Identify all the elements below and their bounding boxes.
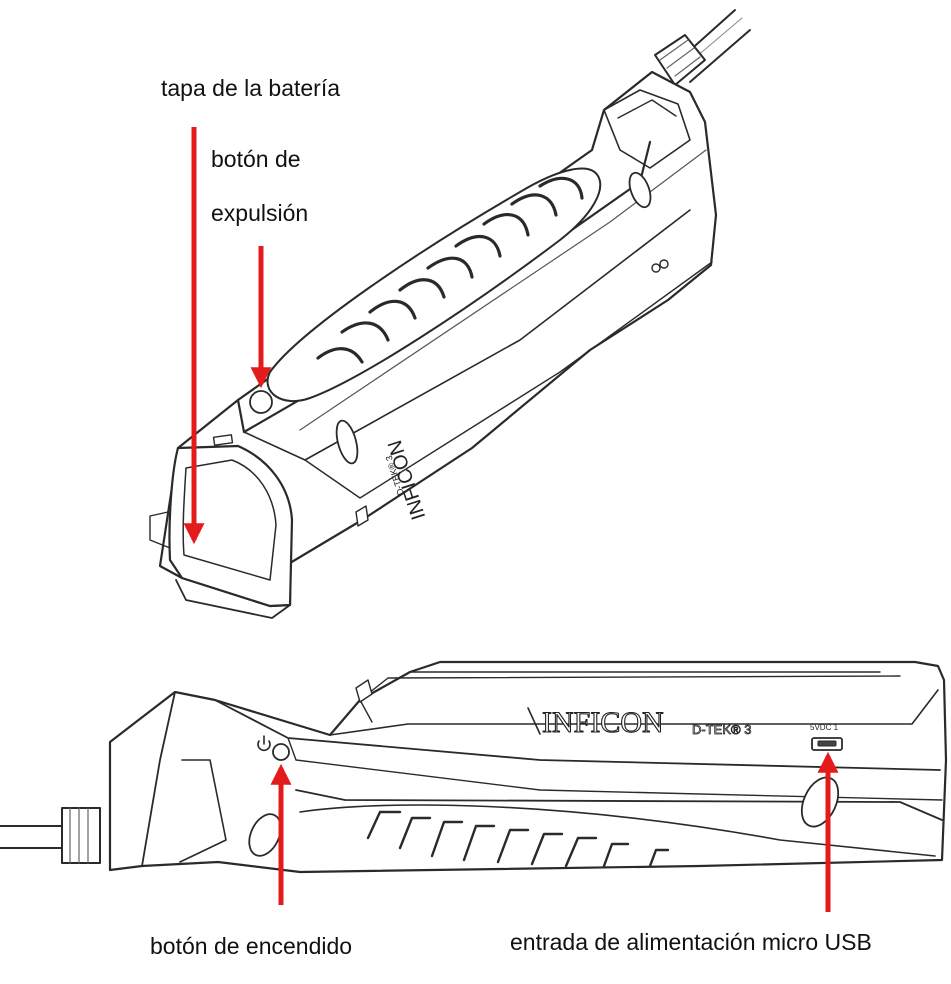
battery-cover-face	[168, 444, 294, 608]
detector-perspective-view: INFICON D-TEK® 3	[149, 9, 751, 619]
side-body	[108, 660, 948, 874]
grip-panel	[266, 167, 602, 403]
label-power-button: botón de encendido	[150, 933, 353, 959]
power-symbol-icon	[257, 735, 271, 752]
power-button-marker	[272, 743, 290, 761]
callout-arrows	[183, 127, 839, 912]
model-text-side: D-TEK® 3	[692, 722, 751, 737]
label-battery-cover: tapa de la batería	[161, 75, 341, 101]
port-label-text: 5VDC 1	[810, 723, 839, 732]
grip-ribs	[316, 176, 584, 364]
side-ribs	[366, 810, 670, 868]
label-usb-input: entrada de alimentación micro USB	[510, 929, 872, 955]
side-cable	[0, 807, 101, 864]
brand-text-side: INFICON	[542, 706, 664, 739]
detector-side-view: 5VDC 1 INFICON D-TEK® 3	[0, 660, 948, 874]
eject-button-marker	[249, 390, 273, 414]
sensor-cable	[654, 9, 751, 86]
label-eject-button-line2: expulsión	[211, 200, 309, 226]
label-eject-button-line1: botón de	[211, 146, 301, 172]
